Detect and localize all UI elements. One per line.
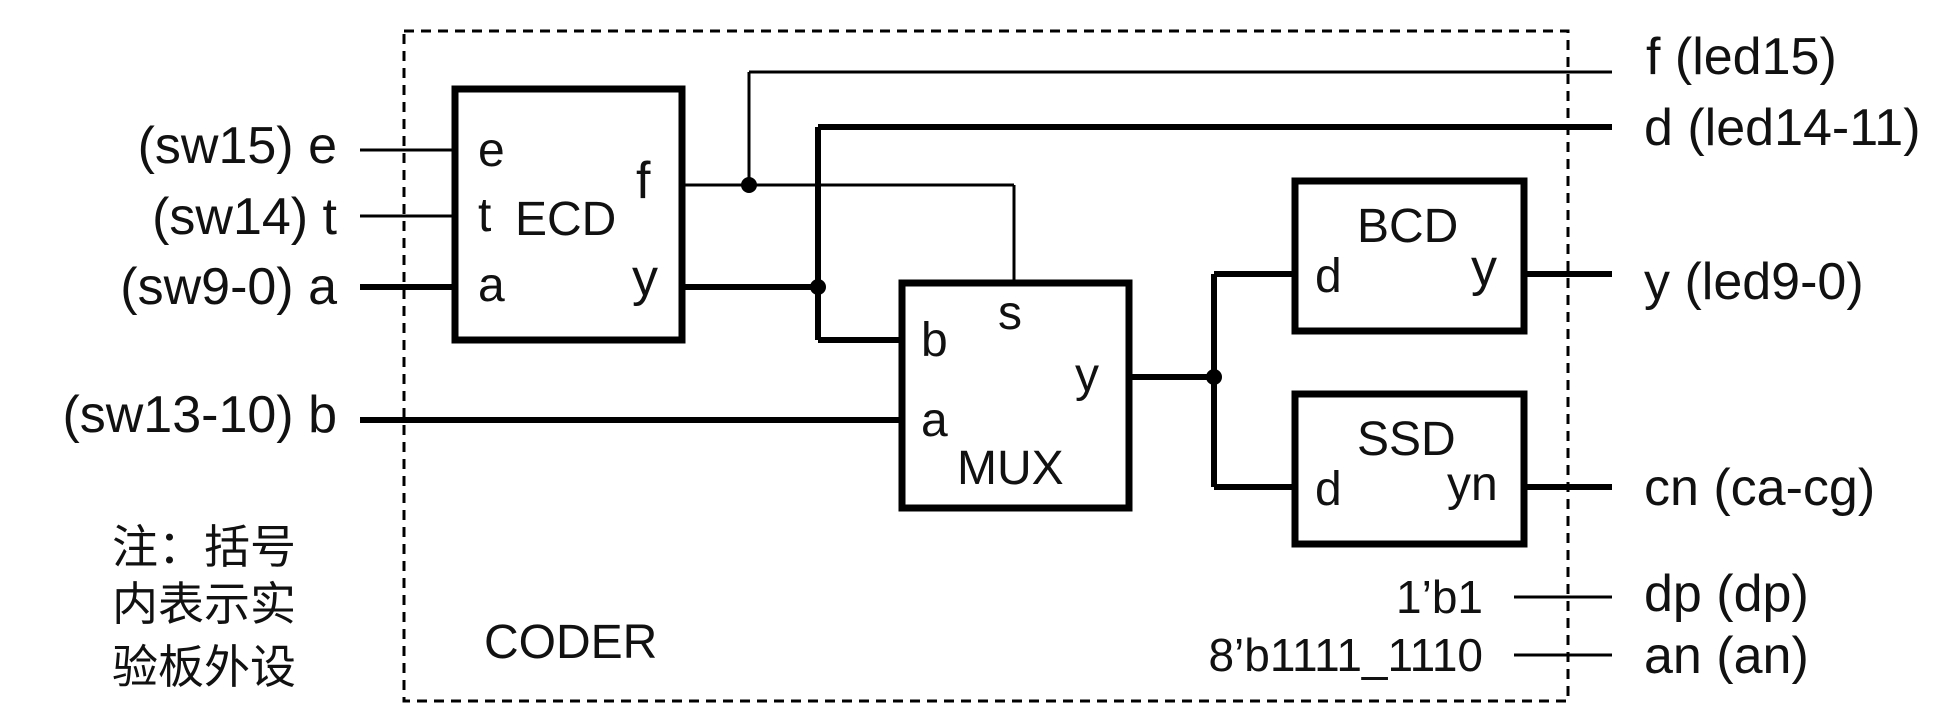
ecd-port-y: y: [632, 249, 658, 307]
ssd-port-d: d: [1315, 463, 1342, 516]
mux-port-y: y: [1075, 349, 1099, 402]
note-line-1: 注：括号: [112, 520, 296, 574]
ssd-block: SSD d yn: [1291, 390, 1528, 548]
mux-block: s b y a MUX: [898, 279, 1133, 512]
bcd-port-d: d: [1315, 250, 1342, 303]
ecd-port-t: t: [478, 189, 491, 242]
junction-mux-y: [1206, 369, 1222, 385]
const-dp-value: 1’b1: [1396, 571, 1483, 623]
input-label-t: (sw14) t: [152, 188, 337, 246]
coder-boundary: [402, 29, 1570, 703]
ecd-port-a: a: [478, 259, 505, 312]
ssd-port-yn: yn: [1447, 458, 1498, 511]
mux-name: MUX: [957, 442, 1064, 495]
bcd-name: BCD: [1357, 200, 1458, 253]
input-label-a: (sw9-0) a: [120, 258, 337, 316]
ecd-block: e t a ECD f y: [451, 85, 686, 344]
mux-port-s: s: [998, 287, 1022, 340]
ssd-name: SSD: [1357, 413, 1456, 466]
output-label-d: d (led14-11): [1644, 99, 1921, 157]
output-label-cn: cn (ca-cg): [1644, 459, 1875, 517]
output-label-dp: dp (dp): [1644, 565, 1809, 623]
const-an-value: 8’b1111_1110: [1208, 629, 1483, 681]
bcd-port-y: y: [1471, 239, 1497, 297]
junction-f: [741, 177, 757, 193]
note-line-2: 内表示实: [112, 577, 296, 631]
output-label-an: an (an): [1644, 627, 1809, 685]
input-label-e: (sw15) e: [138, 117, 337, 175]
input-label-b: (sw13-10) b: [62, 386, 337, 444]
bcd-block: BCD d y: [1291, 177, 1528, 335]
ecd-port-e: e: [478, 124, 505, 177]
output-label-y: y (led9-0): [1644, 253, 1864, 311]
coder-label: CODER: [484, 616, 657, 669]
junction-y: [810, 279, 826, 295]
mux-port-a: a: [921, 394, 948, 447]
ecd-name: ECD: [515, 193, 616, 246]
output-label-f: f (led15): [1646, 28, 1837, 86]
ecd-port-f: f: [636, 152, 651, 210]
note-line-3: 验板外设: [112, 640, 296, 694]
mux-port-b: b: [921, 314, 948, 367]
